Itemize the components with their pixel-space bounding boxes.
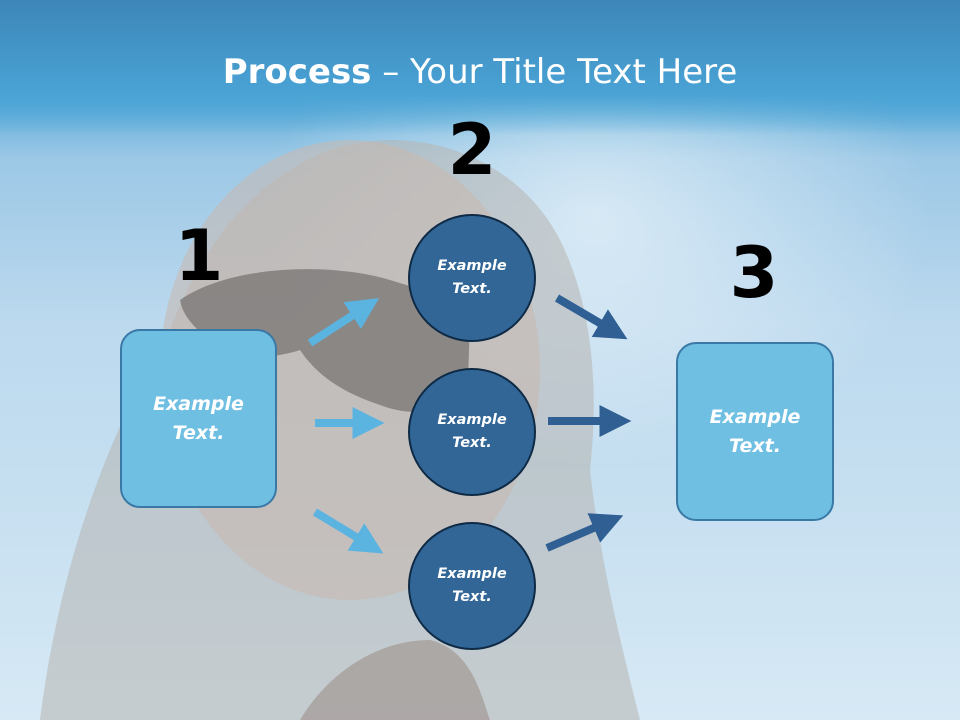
step-3-box: Example Text. (676, 342, 834, 521)
step-1-box-text: Example Text. (153, 392, 244, 444)
arrow-bottom-to-3 (545, 513, 624, 552)
title-band (0, 0, 960, 135)
slide-title: Process – Your Title Text Here (0, 52, 960, 92)
step-2-circle-bottom-text: Example Text. (437, 566, 507, 605)
step-number-1: 1 (174, 215, 224, 297)
step-number-2: 2 (447, 109, 497, 191)
step-number-3: 3 (729, 232, 779, 314)
step-2-circle-top: Example Text. (408, 214, 536, 342)
step-2-circle-bottom: Example Text. (408, 522, 536, 650)
arrow-1-to-bottom (312, 508, 384, 554)
step-2-circle-top-text: Example Text. (437, 258, 507, 297)
arrow-1-to-top (307, 298, 380, 347)
step-2-circle-middle: Example Text. (408, 368, 536, 496)
step-3-box-text: Example Text. (709, 405, 801, 457)
arrow-top-to-3 (554, 294, 628, 340)
title-bold: Process (222, 52, 372, 92)
title-rest: – Your Title Text Here (371, 52, 738, 92)
step-1-box: Example Text. (120, 329, 277, 508)
step-2-circle-middle-text: Example Text. (437, 412, 507, 451)
